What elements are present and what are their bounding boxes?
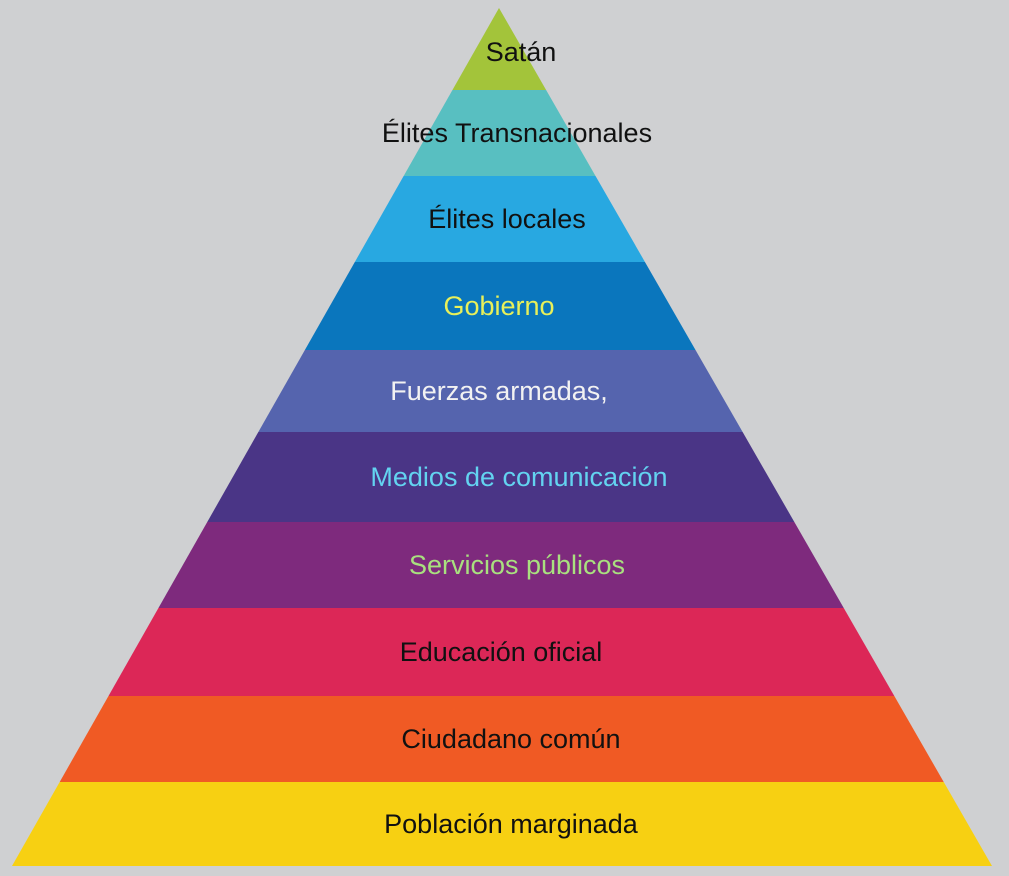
layer-band-satan: [452, 8, 547, 90]
layer-label-educacion-oficial: Educación oficial: [400, 637, 603, 667]
layer-label-elites-transnacionales: Élites Transnacionales: [382, 118, 652, 148]
layer-label-gobierno: Gobierno: [443, 291, 554, 321]
layer-label-ciudadano-comun: Ciudadano común: [401, 724, 620, 754]
layer-label-servicios-publicos: Servicios públicos: [409, 550, 625, 580]
layer-label-fuerzas-armadas: Fuerzas armadas,: [390, 376, 608, 406]
layer-label-satan: Satán: [486, 37, 557, 67]
layer-band-educacion-oficial: [108, 608, 895, 696]
layer-label-elites-locales: Élites locales: [428, 204, 586, 234]
layer-band-gobierno: [304, 262, 696, 350]
layer-band-elites-locales: [354, 176, 645, 262]
layer-band-fuerzas-armadas: [258, 350, 743, 432]
layer-band-servicios-publicos: [158, 522, 844, 608]
layer-band-medios-de-comunicacion: [207, 432, 795, 522]
layer-label-medios-de-comunicacion: Medios de comunicación: [370, 462, 667, 492]
layer-band-ciudadano-comun: [59, 696, 944, 782]
layer-band-poblacion-marginada: [12, 782, 992, 866]
layer-band-elites-transnacionales: [403, 90, 596, 176]
layer-label-poblacion-marginada: Población marginada: [384, 809, 639, 839]
